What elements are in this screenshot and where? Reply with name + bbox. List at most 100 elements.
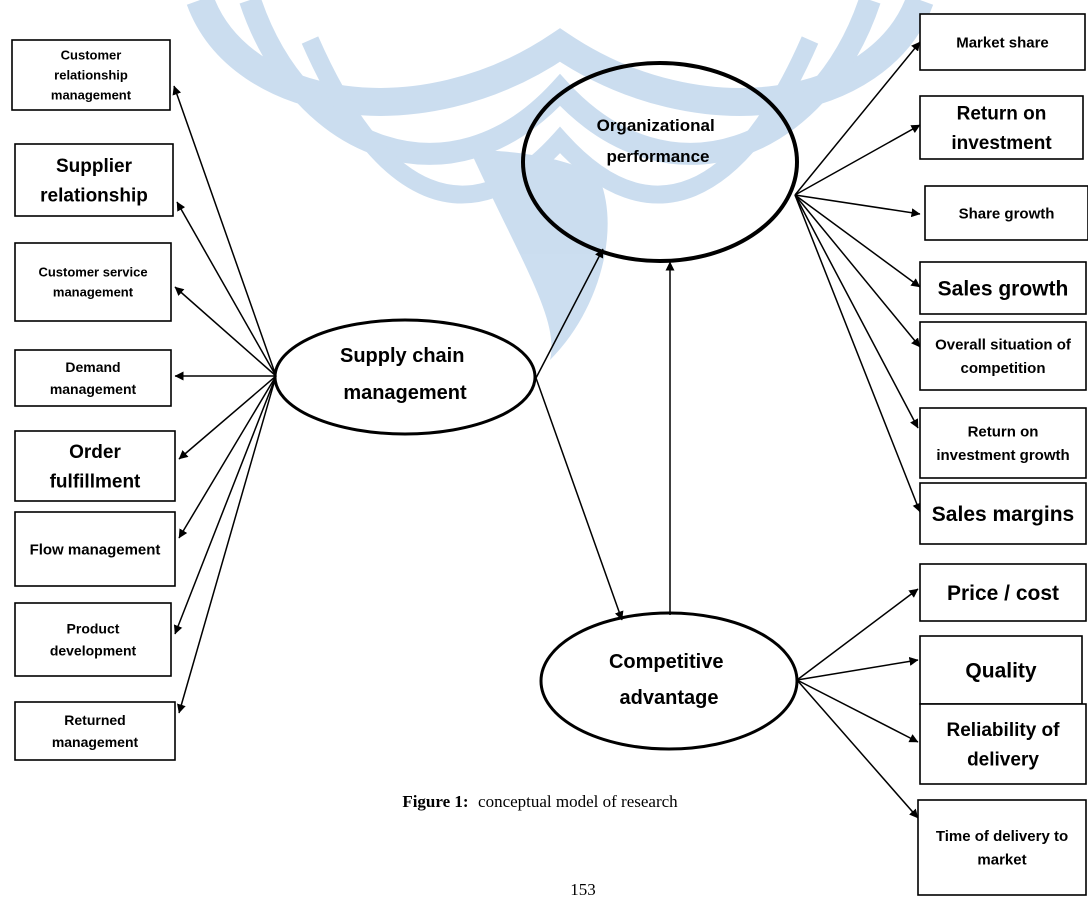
connector-lines (172, 41, 922, 819)
scm-component-box-frame (14, 430, 176, 502)
scm-component-box-label: development (50, 642, 137, 658)
arrow-op-to-indicator (794, 41, 921, 196)
arrow-op-to-indicator (794, 194, 921, 348)
arrow-scm-to-component (176, 201, 277, 377)
scm-component-box-frame (14, 242, 172, 322)
scm-component-box-label: Customer service (38, 264, 147, 279)
ca-indicator-box-label: Reliability of (947, 720, 1061, 741)
arrow-op-to-indicator (794, 194, 921, 218)
scm-component-box-frame (11, 39, 171, 111)
scm-component-box-label: Returned (64, 712, 125, 728)
scm-component-box-label: fulfillment (50, 471, 141, 492)
scm-component-box-frame (14, 143, 174, 217)
scm-node-label: Supply chain management (340, 345, 470, 404)
figure-caption-text: conceptual model of research (478, 792, 678, 811)
scm-component-box: Supplier relationship (14, 143, 174, 217)
arrow-scm-to-component (172, 85, 277, 377)
arrow-scm-to-component (178, 375, 277, 539)
ca-indicator-box: Price / cost (919, 563, 1087, 622)
scm-component-box-label: management (53, 285, 134, 300)
ca-indicator-box-frame (917, 799, 1087, 896)
arrow-ca-to-indicator (796, 588, 919, 681)
op-indicator-box-label: investment (951, 133, 1052, 154)
op-indicator-box: Sales margins (919, 482, 1087, 545)
scm-component-box-label: management (51, 88, 132, 103)
arrow-scm-to-ca (535, 377, 624, 621)
ca-indicator-box-label: delivery (967, 749, 1039, 770)
arrow-op-to-indicator (794, 194, 922, 513)
ca-indicator-box: Reliability of delivery (919, 703, 1087, 785)
op-indicator-box-label: competition (961, 360, 1046, 377)
arrow-scm-to-component (173, 375, 277, 635)
scm-component-box-label: Demand (65, 359, 120, 375)
op-indicator-box: Overall situation of competition (919, 321, 1087, 391)
scm-component-box-label: Customer (61, 47, 122, 62)
scm-component-box-label: management (52, 734, 139, 750)
scm-component-box: Returned management (14, 701, 176, 761)
indicator-boxes: CustomerrelationshipmanagementSupplierre… (11, 13, 1088, 896)
arrow-ca-to-indicator (796, 656, 919, 681)
scm-component-box-label: management (50, 381, 137, 397)
ca-indicator-box-label: Quality (965, 659, 1037, 682)
scm-component-box: Customer relationship management (11, 39, 171, 111)
op-indicator-box-frame (919, 407, 1087, 479)
arrow-ca-to-indicator (796, 679, 919, 743)
arrow-scm-to-op (535, 248, 604, 379)
op-node-label-line: performance (607, 147, 710, 166)
supply-chain-management-node (273, 318, 537, 436)
scm-component-box-label: Product (67, 621, 120, 637)
arrow-scm-to-component (177, 375, 277, 714)
ca-indicator-box-label: market (977, 851, 1026, 868)
scm-component-box-frame (14, 349, 172, 407)
scm-component-box: Product development (14, 602, 172, 677)
ca-indicator-box-frame (919, 563, 1087, 622)
op-indicator-box: Return on investment (919, 95, 1084, 160)
op-indicator-box-label: Market share (956, 34, 1049, 51)
scm-component-box-label: Order (69, 442, 121, 463)
arrow-op-to-indicator (794, 124, 921, 196)
scm-component-box: Customer service management (14, 242, 172, 322)
ca-indicator-box-frame (919, 703, 1087, 785)
op-indicator-box-label: Sales growth (938, 277, 1069, 300)
scm-node-label-line: Supply chain (340, 345, 464, 367)
scm-component-box-frame (14, 602, 172, 677)
scm-node-label-line: management (343, 382, 467, 404)
ca-node-label-line: Competitive (609, 651, 723, 673)
scm-component-box: Order fulfillment (14, 430, 176, 502)
bird-logo-watermark (186, 0, 934, 360)
scm-component-box-label: relationship (54, 68, 128, 83)
arrow-ca-to-indicator (796, 679, 919, 819)
scm-component-box-label: relationship (40, 185, 148, 206)
figure-caption: Figure 1: conceptual model of research (402, 792, 678, 811)
ca-indicator-box-frame (919, 635, 1083, 705)
ca-node-label-line: advantage (620, 687, 719, 709)
competitive-advantage-node (539, 611, 799, 751)
op-indicator-box-label: Share growth (959, 205, 1055, 222)
page-number: 153 (570, 880, 596, 897)
op-indicator-box: Share growth (924, 185, 1088, 241)
ca-indicator-box-label: Time of delivery to (936, 828, 1068, 845)
scm-component-box-label: Flow management (30, 541, 161, 558)
op-node-label: Organizational performance (597, 116, 720, 166)
arrow-scm-to-component (174, 286, 277, 377)
op-indicator-box-label: Sales margins (932, 503, 1074, 526)
op-indicator-box-frame (919, 13, 1086, 71)
op-indicator-box-frame (924, 185, 1088, 241)
ca-indicator-box-label: Price / cost (947, 582, 1059, 605)
op-indicator-box-frame (919, 321, 1087, 391)
ca-indicator-box: Time of delivery to market (917, 799, 1087, 896)
op-indicator-box: Market share (919, 13, 1086, 71)
arrow-op-to-indicator (794, 194, 919, 429)
op-node-label-line: Organizational (597, 116, 715, 135)
ca-indicator-box: Quality (919, 635, 1083, 705)
ca-node-label: Competitive advantage (609, 651, 729, 709)
op-indicator-box-label: Overall situation of (935, 337, 1072, 354)
op-indicator-box: Sales growth (919, 261, 1087, 315)
arrow-scm-to-component (178, 375, 277, 460)
scm-component-box-frame (14, 701, 176, 761)
scm-component-box-label: Supplier (56, 156, 133, 177)
scm-component-box-frame (14, 511, 176, 587)
op-indicator-box-label: Return on (957, 103, 1047, 124)
